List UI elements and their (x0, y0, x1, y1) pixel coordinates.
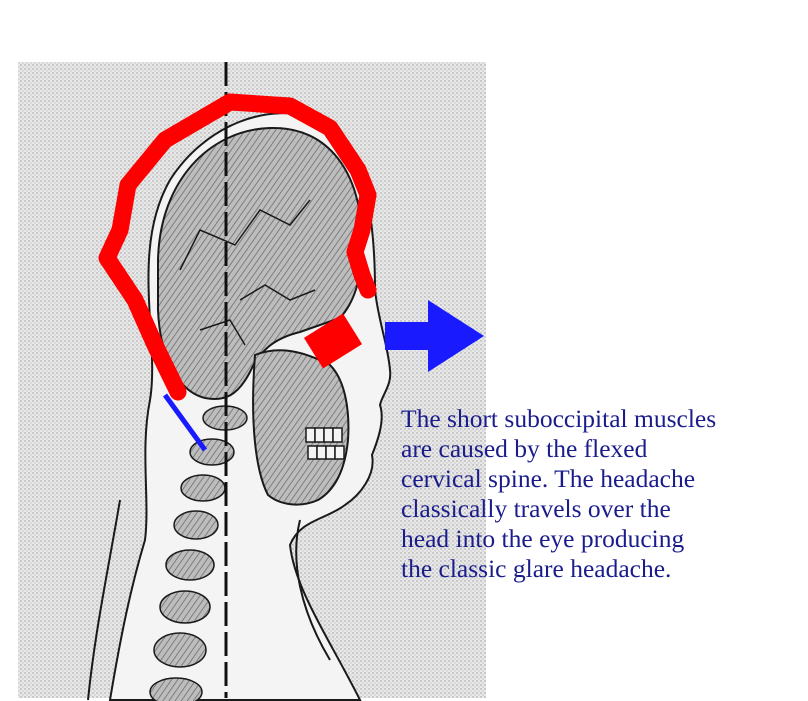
caption-line: cervical spine. The headache (401, 464, 808, 494)
caption-line: classically travels over the (401, 494, 808, 524)
caption-line: The short suboccipital muscles (401, 404, 808, 434)
caption-line: are caused by the flexed (401, 434, 808, 464)
caption: The short suboccipital muscles are cause… (401, 404, 808, 584)
caption-line: head into the eye producing (401, 524, 808, 554)
caption-line: the classic glare headache. (401, 554, 808, 584)
